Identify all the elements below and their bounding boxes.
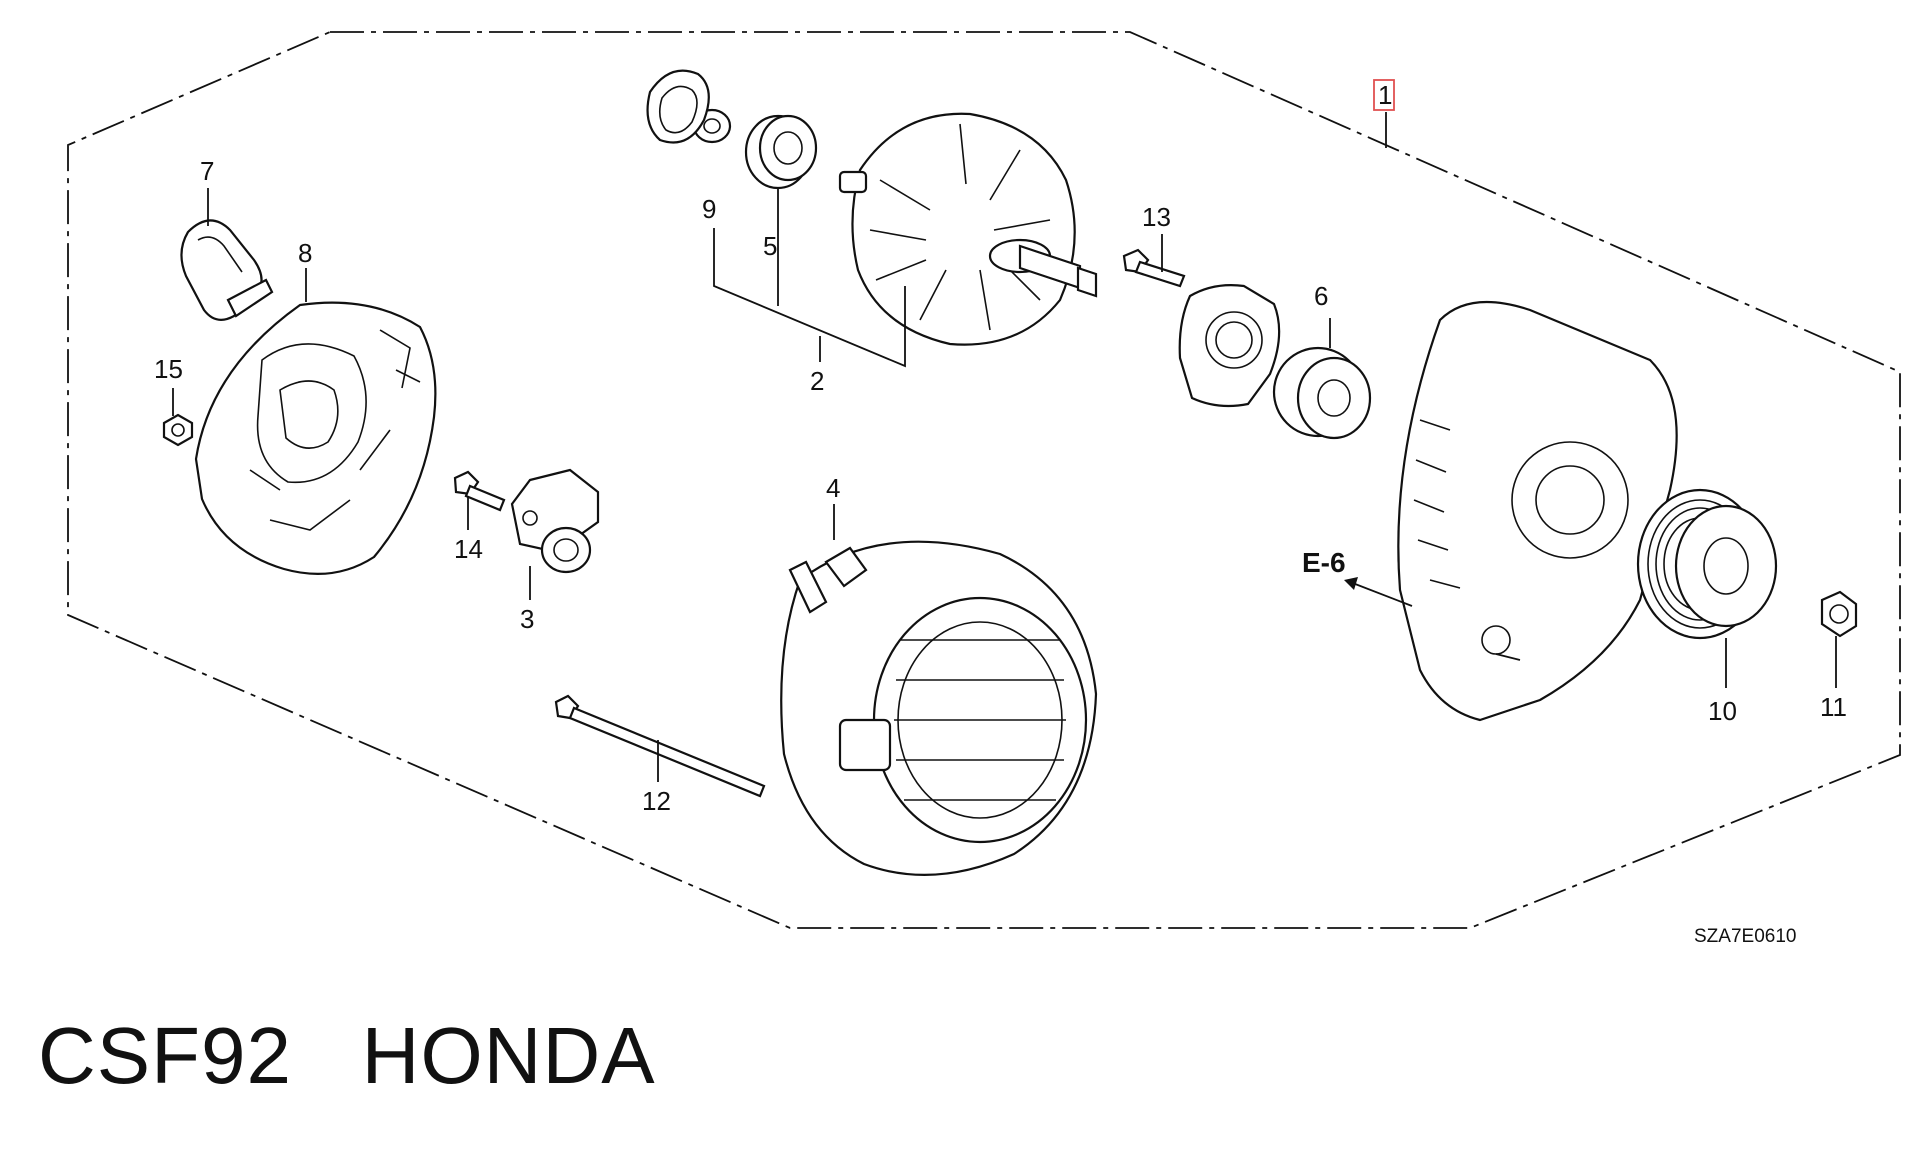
page-caption: CSF92 HONDA [38, 1011, 656, 1100]
label-part-13[interactable]: 13 [1142, 202, 1171, 232]
label-part-1[interactable]: 1 [1378, 80, 1392, 110]
label-part-2[interactable]: 2 [810, 366, 824, 396]
label-part-14[interactable]: 14 [454, 534, 483, 564]
rear-cover-part [194, 301, 437, 575]
bearing-retainer-plate-part [1178, 284, 1281, 408]
label-part-8[interactable]: 8 [298, 238, 312, 268]
part-1-highlight-box [1373, 79, 1395, 111]
label-part-6[interactable]: 6 [1314, 281, 1328, 311]
bolt-14-part [453, 470, 506, 512]
label-part-4[interactable]: 4 [826, 473, 840, 503]
bolt-13-part [1122, 248, 1186, 288]
reference-arrowhead [1344, 577, 1358, 590]
label-part-12[interactable]: 12 [642, 786, 671, 816]
label-part-10[interactable]: 10 [1708, 696, 1737, 726]
label-part-7[interactable]: 7 [200, 156, 214, 186]
stator-frame-part [780, 540, 1098, 876]
bearing-6-part [1272, 346, 1372, 440]
label-part-3[interactable]: 3 [520, 604, 534, 634]
label-part-11[interactable]: 11 [1820, 692, 1847, 722]
reference-label[interactable]: E-6 [1302, 547, 1346, 578]
pulley-part [1636, 488, 1778, 640]
oval-seal-part [646, 69, 710, 144]
small-nut-part [162, 413, 194, 447]
brush-holder-part [510, 468, 600, 574]
label-part-5[interactable]: 5 [763, 231, 777, 261]
diagram-code: SZA7E0610 [1694, 926, 1796, 947]
label-part-15[interactable]: 15 [154, 354, 183, 384]
label-part-9[interactable]: 9 [702, 194, 716, 224]
rotor-part [838, 112, 1098, 346]
pulley-nut-part [1820, 590, 1858, 638]
terminal-boot-part [180, 219, 274, 321]
drive-end-housing-part [1397, 300, 1678, 722]
through-bolt-part [554, 694, 766, 798]
bearing-5-part [744, 114, 818, 190]
